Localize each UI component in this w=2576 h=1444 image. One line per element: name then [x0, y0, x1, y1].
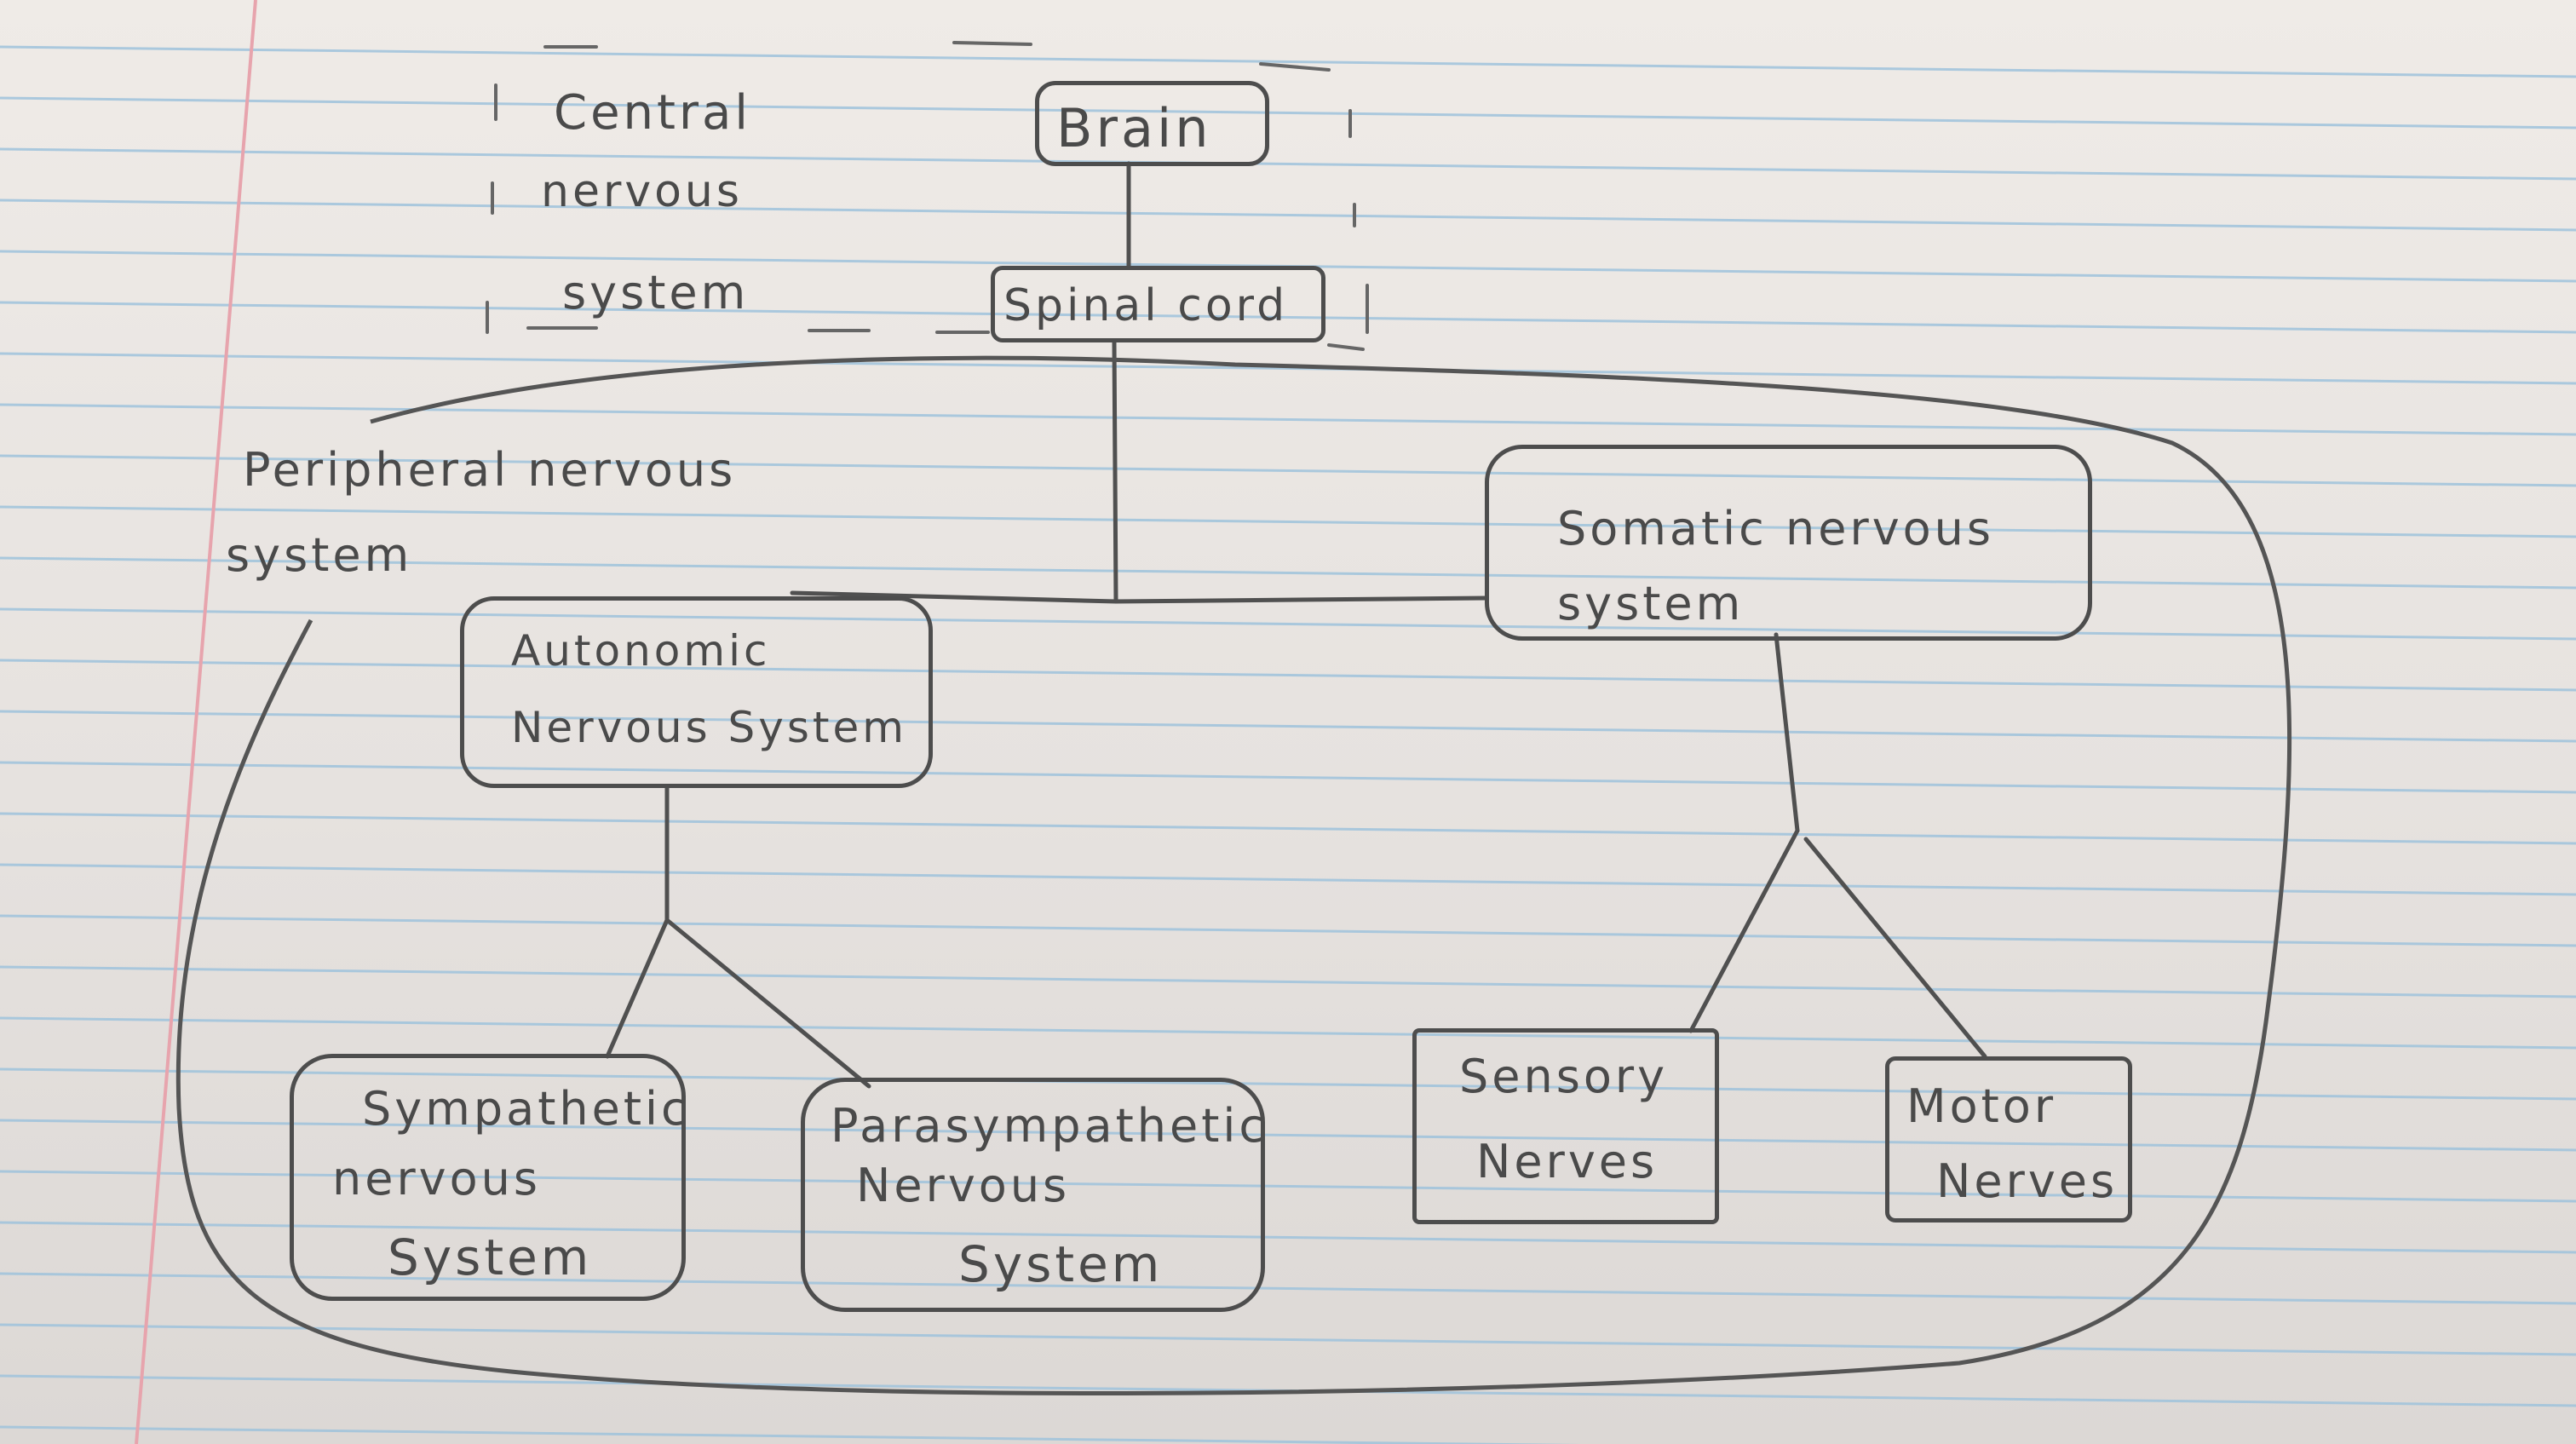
sensory-connector — [1688, 828, 1800, 1033]
rule-line — [0, 1119, 2576, 1152]
motor-label-line1: Motor — [1906, 1079, 2057, 1133]
rule-line — [0, 352, 2576, 385]
parasympathetic-box: Parasympathetic Nervous System — [801, 1078, 1265, 1312]
pns-label-line2: system — [226, 528, 413, 582]
parasympathetic-label-line2: Nervous — [856, 1159, 1071, 1212]
motor-box: Motor Nerves — [1885, 1056, 2132, 1223]
pns-branch-connector — [790, 590, 1489, 604]
rule-line — [0, 556, 2576, 590]
rule-line — [0, 659, 2576, 692]
rule-line — [0, 965, 2576, 998]
spinal-cord-label: Spinal cord — [1003, 280, 1289, 331]
rule-line — [0, 812, 2576, 845]
parasympathetic-connector — [664, 918, 871, 1089]
rule-line — [0, 505, 2576, 538]
sensory-label-line1: Sensory — [1459, 1050, 1669, 1103]
sensory-label-line2: Nerves — [1476, 1135, 1659, 1188]
sensory-box: Sensory Nerves — [1412, 1028, 1719, 1224]
rule-line — [0, 1221, 2576, 1254]
rule-line — [0, 45, 2576, 78]
motor-connector — [1803, 837, 1987, 1059]
rule-line — [0, 403, 2576, 436]
rule-line — [0, 1323, 2576, 1356]
margin-line — [135, 0, 257, 1444]
rule-line — [0, 1067, 2576, 1101]
sympathetic-label-line1: Sympathetic — [362, 1082, 690, 1136]
parasympathetic-label-line1: Parasympathetic — [831, 1099, 1268, 1153]
rule-line — [0, 710, 2576, 743]
spinal-trunk-connector — [1112, 338, 1118, 604]
somatic-stem-connector — [1774, 632, 1800, 833]
rule-line — [0, 1425, 1583, 1444]
parasympathetic-label-line3: System — [958, 1235, 1164, 1293]
cns-label-line3: system — [562, 266, 750, 319]
sympathetic-label-line2: nervous — [332, 1152, 542, 1205]
somatic-label-line1: Somatic nervous — [1557, 502, 1995, 555]
autonomic-box: Autonomic Nervous System — [460, 596, 933, 788]
rule-line — [0, 454, 2576, 487]
autonomic-label-line1: Autonomic — [511, 626, 771, 676]
somatic-box: Somatic nervous system — [1485, 445, 2092, 641]
rule-line — [0, 914, 2576, 947]
sympathetic-label-line3: System — [388, 1228, 593, 1286]
cns-label-line2: nervous — [541, 166, 743, 217]
rule-line — [0, 96, 2576, 129]
rule-line — [0, 863, 2576, 896]
rule-line — [0, 761, 2576, 794]
autonomic-label-line2: Nervous System — [511, 703, 907, 752]
pns-enclosure-loop — [175, 355, 2292, 1395]
rule-line — [0, 607, 2576, 641]
motor-label-line2: Nerves — [1936, 1154, 2119, 1208]
brain-label: Brain — [1056, 97, 1212, 159]
cns-label-line1: Central — [554, 85, 751, 141]
rule-line — [0, 1272, 2576, 1305]
sympathetic-connector — [605, 918, 670, 1059]
sympathetic-box: Sympathetic nervous System — [290, 1054, 687, 1301]
rule-line — [0, 1170, 2576, 1203]
pns-label-line1: Peripheral nervous — [243, 443, 737, 497]
brain-box: Brain — [1035, 81, 1269, 166]
rule-line — [0, 147, 2576, 181]
rule-line — [0, 198, 2576, 232]
rule-line — [0, 1016, 2576, 1050]
cns-dashed-bracket — [486, 41, 1369, 351]
somatic-label-line2: system — [1557, 577, 1745, 630]
rule-line — [0, 301, 2576, 334]
spinal-cord-box: Spinal cord — [991, 266, 1325, 342]
